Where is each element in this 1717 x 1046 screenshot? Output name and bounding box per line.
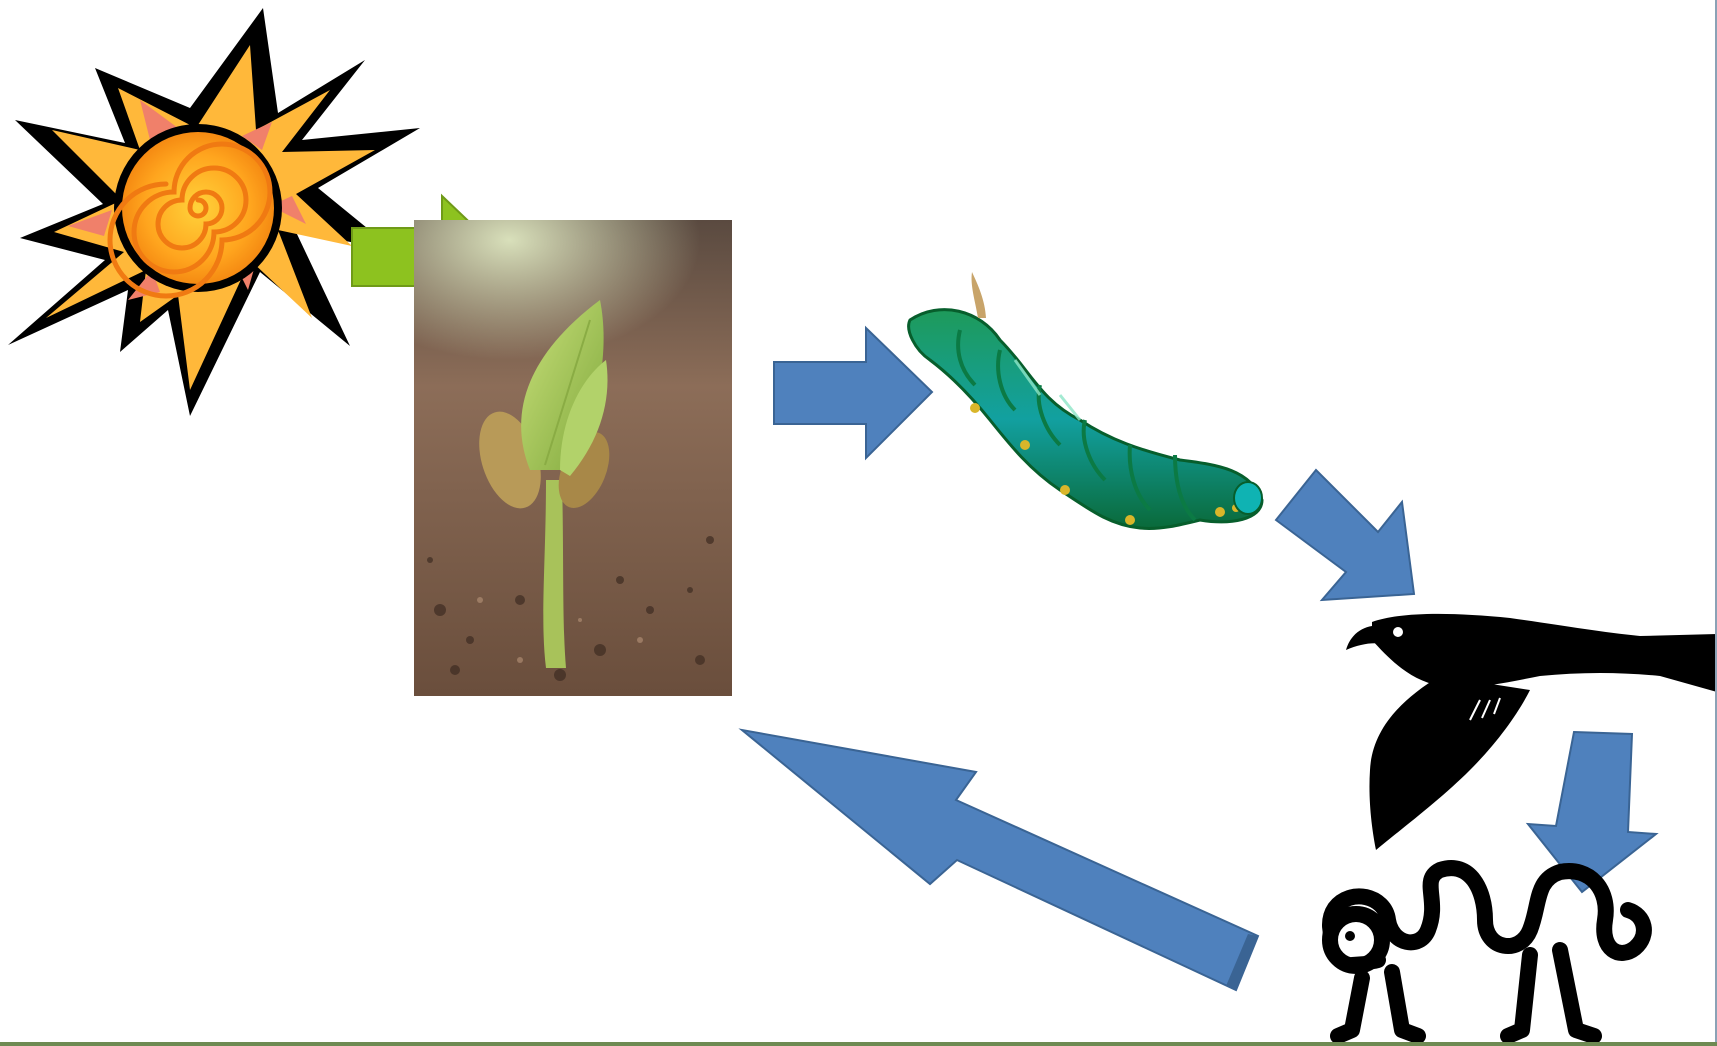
arrow-bird-to-worm (1528, 732, 1656, 892)
slide-bottom-border (0, 1042, 1717, 1046)
arrow-plant-to-caterpillar (774, 328, 932, 458)
arrow-worm-to-plant (742, 730, 1258, 990)
bird-silhouette-icon (1346, 614, 1717, 850)
caterpillar-icon (909, 272, 1262, 528)
worm-icon (1330, 868, 1644, 1036)
seedling-photo (414, 220, 732, 696)
arrow-caterpillar-to-bird (1276, 470, 1414, 600)
sun-icon (8, 8, 420, 416)
